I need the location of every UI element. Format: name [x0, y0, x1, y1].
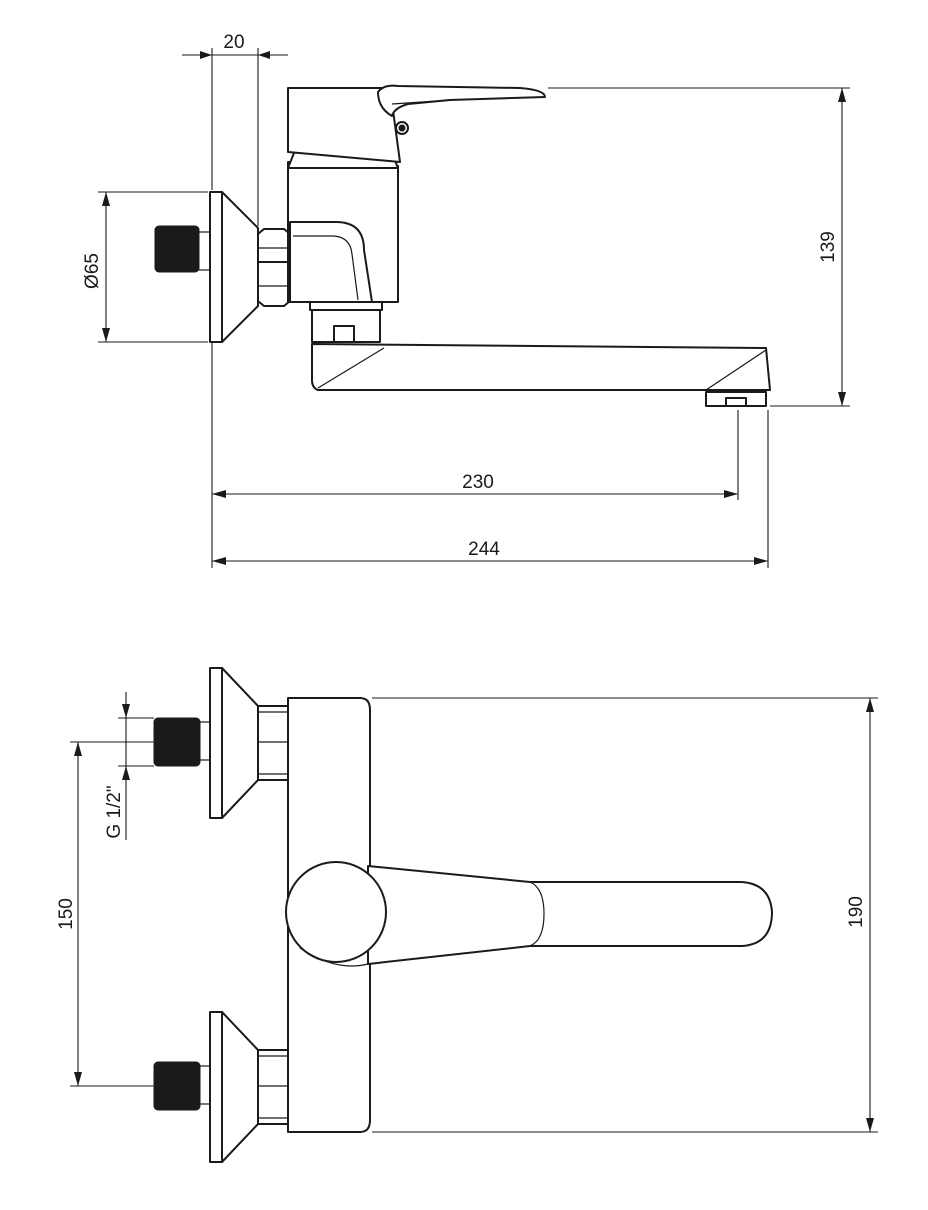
dim-flange-offset: 20	[182, 32, 288, 226]
lever-side	[377, 84, 546, 117]
hex-nut-top	[257, 228, 291, 307]
mixer-body-side	[287, 87, 409, 303]
dim-label-230: 230	[462, 472, 494, 493]
dim-label-150: 150	[56, 898, 77, 930]
dim-label-d65: Ø65	[82, 253, 103, 289]
dim-total-length: 244	[212, 410, 769, 568]
side-view: 20 Ø65 139 230	[82, 32, 850, 568]
threaded-inlet-upper	[153, 717, 211, 767]
dim-height: 139	[548, 87, 850, 407]
dim-label-139: 139	[818, 231, 839, 263]
dim-label-244: 244	[468, 539, 500, 560]
swivel-collar	[309, 301, 383, 343]
threaded-inlet-lower	[153, 1061, 211, 1111]
dim-flange-diameter: Ø65	[82, 191, 208, 343]
hex-nut-upper	[257, 705, 289, 781]
front-view: G 1/2" 150 190	[56, 667, 878, 1163]
spout-side	[311, 343, 771, 407]
lever-front	[285, 861, 773, 967]
wall-flange-lower	[209, 1011, 259, 1163]
dim-spout-reach: 230	[211, 342, 739, 568]
dim-inlet-spacing: 150	[56, 741, 154, 1087]
dim-label-190: 190	[846, 896, 867, 928]
hex-nut-lower	[257, 1049, 289, 1125]
dim-label-thread: G 1/2"	[104, 785, 125, 838]
threaded-inlet-top	[154, 225, 211, 273]
dim-body-height: 190	[372, 697, 878, 1133]
dim-label-20: 20	[223, 32, 244, 53]
dim-thread: G 1/2"	[104, 692, 154, 840]
wall-flange-top	[209, 191, 259, 343]
wall-flange-upper	[209, 667, 259, 819]
